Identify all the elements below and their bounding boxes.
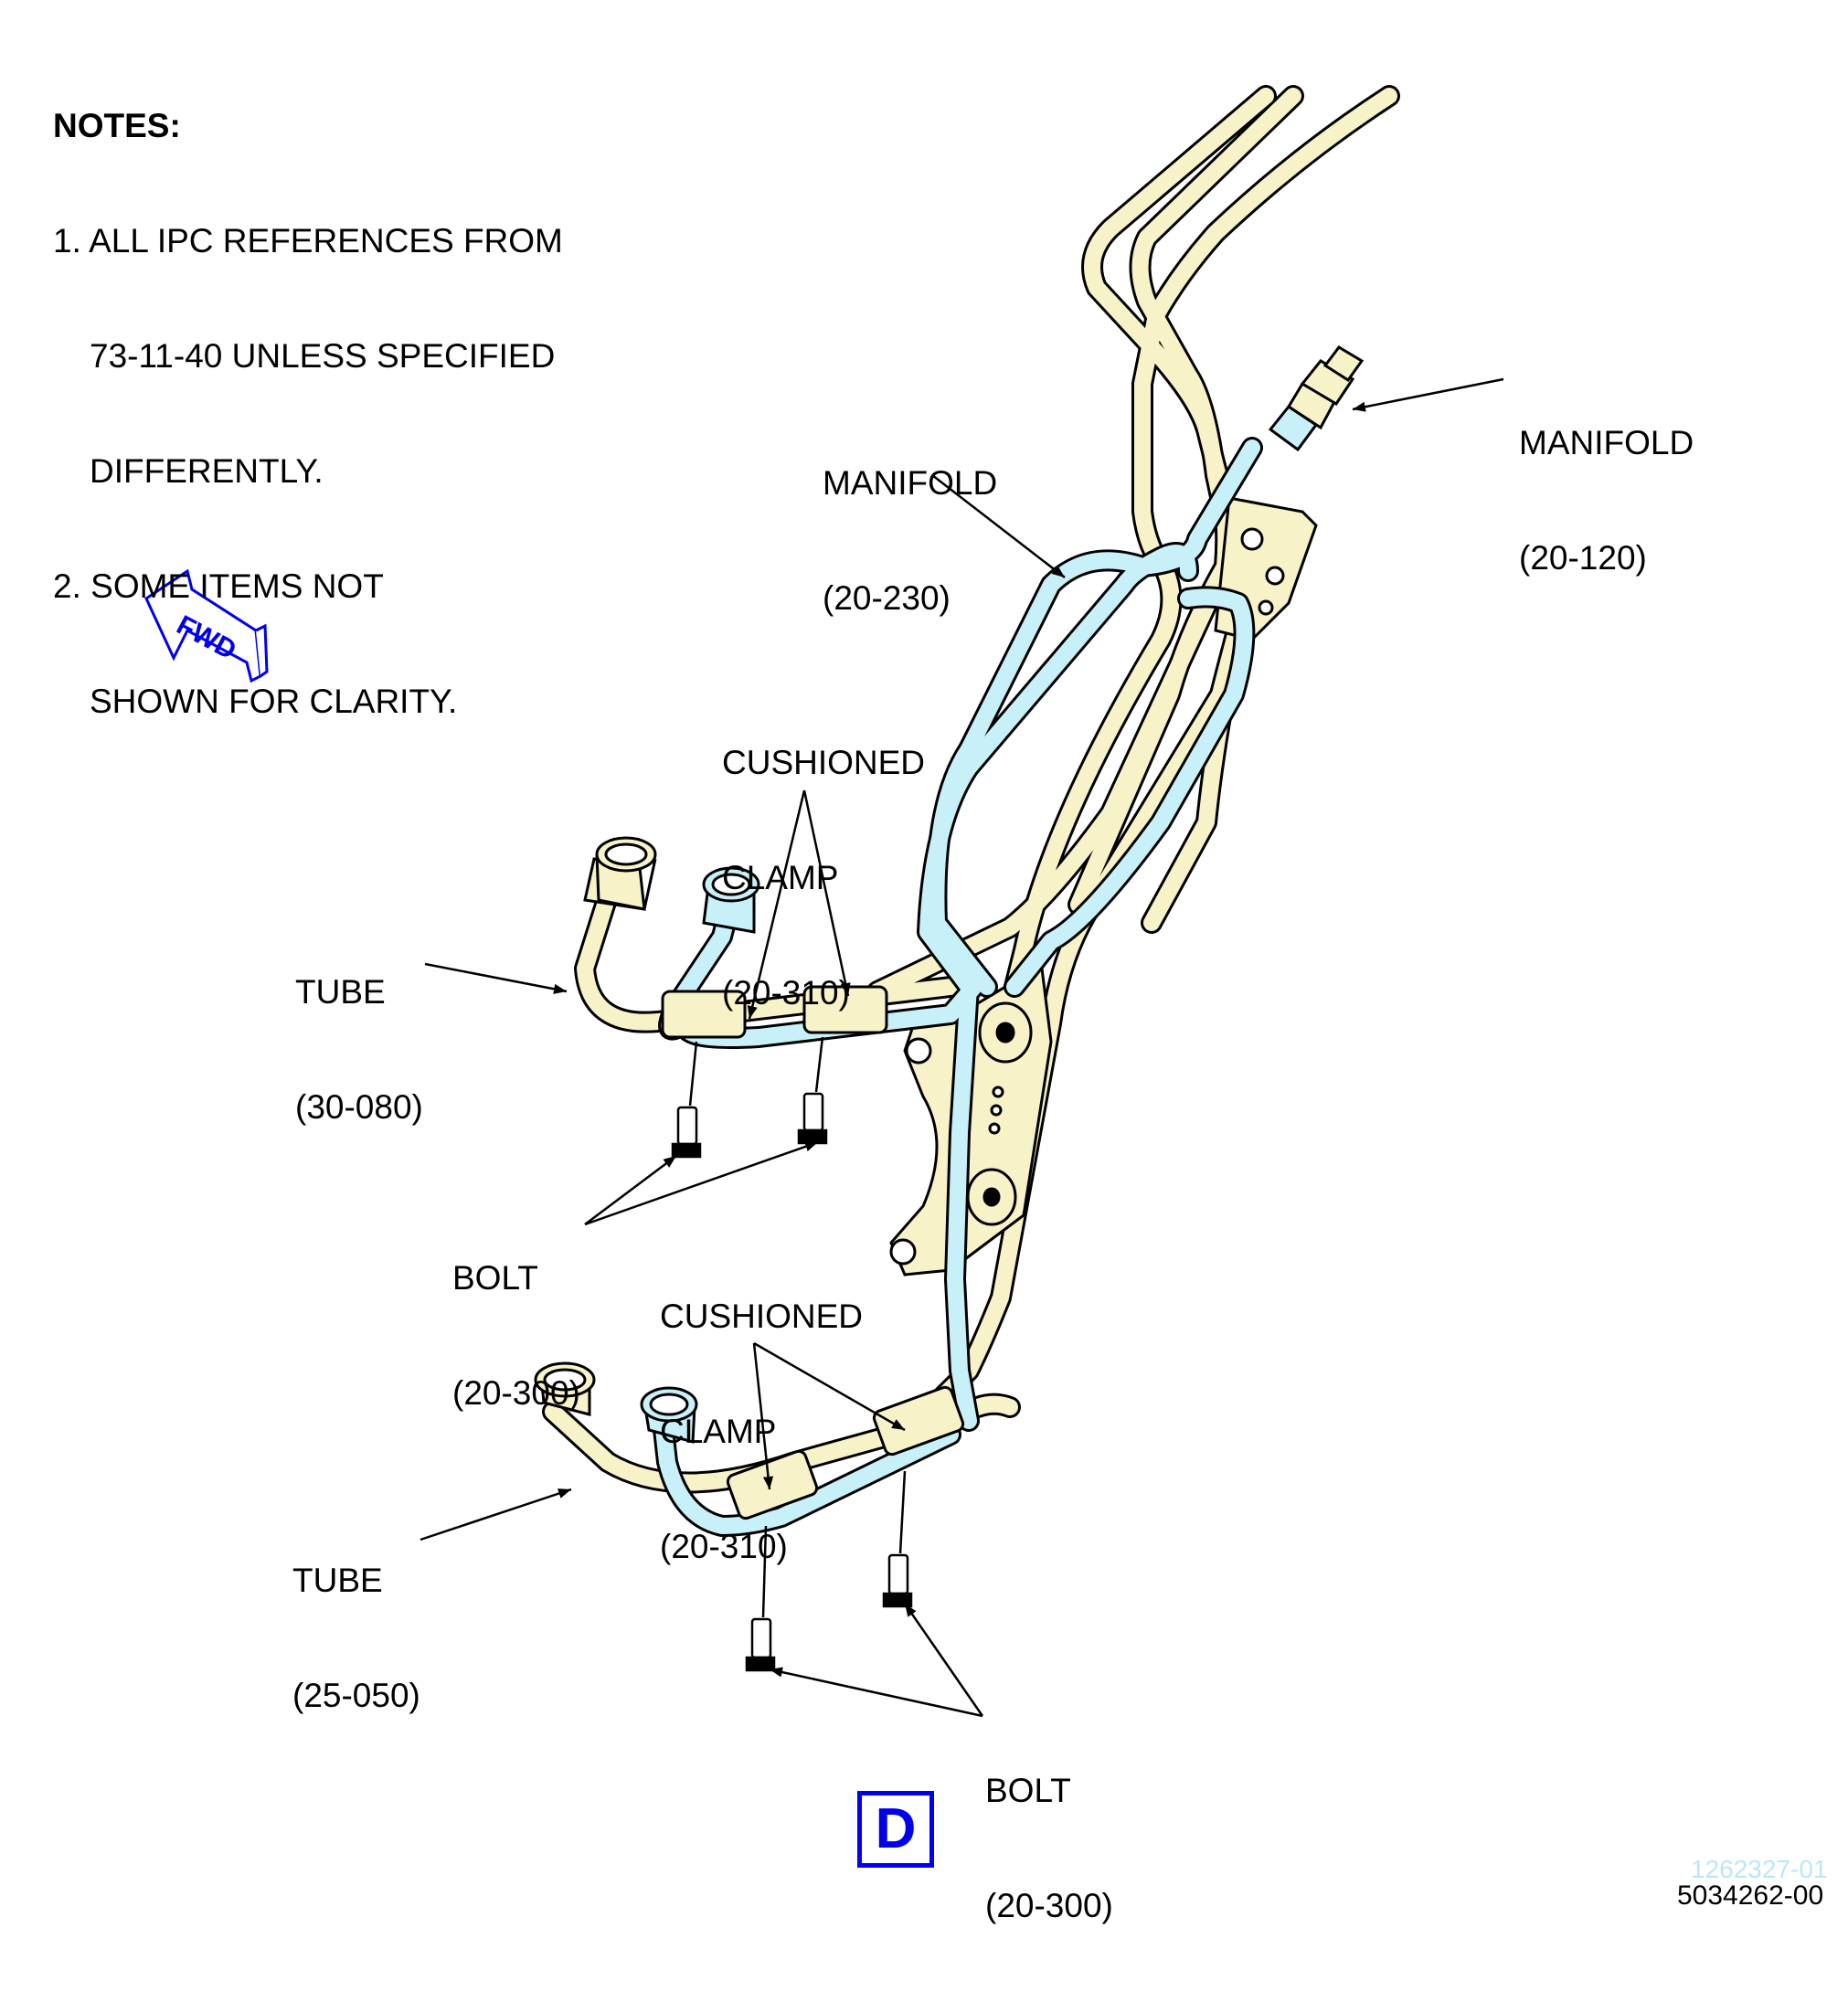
callout-tube-050: TUBE (25-050) bbox=[292, 1485, 420, 1792]
leader-clamp-upper-a bbox=[747, 789, 806, 1020]
note-line-2: 73-11-40 UNLESS SPECIFIED bbox=[90, 337, 556, 375]
notes-block: NOTES: 1. ALL IPC REFERENCES FROM 73-11-… bbox=[53, 30, 563, 798]
manifold-fitting-upper-right bbox=[1268, 345, 1365, 452]
diagram-stage: FWD NOTES: 1. ALL IPC REFERENCES FROM 73… bbox=[53, 30, 1828, 1924]
callout-ref: (25-050) bbox=[292, 1677, 420, 1714]
leader-bolt-upper-a bbox=[584, 1155, 677, 1225]
fitting-tube-050-blue bbox=[640, 1386, 698, 1444]
tube-assembly-drawing: FWD bbox=[144, 85, 1504, 1718]
callout-ref: (20-310) bbox=[660, 1528, 788, 1565]
mounting-bracket-upper bbox=[1214, 496, 1318, 641]
figure-ref-faint: 1262327-01 bbox=[1691, 1855, 1828, 1883]
leader-bolt-upper-b bbox=[584, 1140, 819, 1226]
callout-name: MANIFOLD bbox=[823, 464, 998, 502]
callout-tube-080: TUBE (30-080) bbox=[295, 896, 423, 1203]
clamp-upper-left bbox=[661, 990, 747, 1039]
leader-lines bbox=[420, 377, 1504, 1718]
callout-ref: (20-120) bbox=[1519, 539, 1647, 577]
figure-ref-main: 5034262-00 bbox=[1677, 1880, 1824, 1911]
note-line-1: 1. ALL IPC REFERENCES FROM bbox=[53, 222, 563, 260]
fitting-tube-080-yellow bbox=[583, 836, 657, 911]
leader-bolt-lower-b bbox=[903, 1603, 984, 1717]
note-line-4: 2. SOME ITEMS NOT bbox=[53, 567, 384, 605]
callout-ref: (20-300) bbox=[985, 1887, 1113, 1924]
notes-title: NOTES: bbox=[53, 107, 181, 144]
callout-line1: CUSHIONED bbox=[722, 744, 926, 781]
leader-tube-050 bbox=[420, 1488, 572, 1541]
callout-ref: (30-080) bbox=[295, 1088, 423, 1126]
callout-line1: CUSHIONED bbox=[660, 1298, 864, 1335]
callout-line2: CLAMP bbox=[722, 859, 839, 896]
callout-manifold-230: MANIFOLD (20-230) bbox=[823, 387, 997, 694]
leader-manifold-120 bbox=[1352, 377, 1504, 412]
callout-name: TUBE bbox=[295, 973, 386, 1011]
bolt-upper-right bbox=[797, 1036, 828, 1145]
leader-clamp-lower-b bbox=[753, 1341, 906, 1432]
callout-line2: CLAMP bbox=[660, 1413, 777, 1450]
callout-ref: (20-230) bbox=[823, 579, 951, 617]
callout-manifold-120: MANIFOLD (20-120) bbox=[1519, 347, 1694, 654]
leader-bolt-lower-a bbox=[769, 1667, 983, 1718]
fitting-tube-050-yellow bbox=[534, 1361, 596, 1416]
leader-tube-080 bbox=[424, 962, 568, 994]
bolt-lower-left bbox=[745, 1525, 776, 1672]
leader-manifold-230 bbox=[931, 474, 1066, 578]
callout-ref: (20-310) bbox=[722, 974, 850, 1012]
callout-bolt-upper: BOLT (20-300) bbox=[452, 1182, 580, 1489]
bolt-lower-right bbox=[882, 1470, 913, 1608]
view-label-box: D bbox=[857, 1791, 934, 1868]
clamp-lower-right bbox=[872, 1385, 965, 1456]
callout-name: BOLT bbox=[985, 1772, 1071, 1809]
callout-name: MANIFOLD bbox=[1519, 424, 1694, 461]
note-line-3: DIFFERENTLY. bbox=[90, 452, 324, 490]
callout-name: TUBE bbox=[292, 1562, 383, 1599]
callout-clamp-lower: CUSHIONED CLAMP (20-310) bbox=[660, 1221, 863, 1643]
note-line-5: SHOWN FOR CLARITY. bbox=[90, 683, 458, 720]
fitting-tube-080-blue bbox=[702, 866, 760, 934]
callout-bolt-lower: BOLT (20-300) bbox=[985, 1695, 1113, 2002]
leader-clamp-upper-b bbox=[802, 789, 851, 997]
bolt-group bbox=[671, 1036, 913, 1672]
callout-ref: (20-300) bbox=[452, 1374, 580, 1412]
blue-tube-group bbox=[652, 437, 1263, 1537]
leader-clamp-lower-a bbox=[752, 1342, 774, 1490]
bolt-upper-left bbox=[671, 1041, 702, 1159]
clamp-group bbox=[661, 985, 965, 1520]
callout-clamp-upper: CUSHIONED CLAMP (20-310) bbox=[722, 667, 925, 1089]
callout-name: BOLT bbox=[452, 1259, 538, 1297]
